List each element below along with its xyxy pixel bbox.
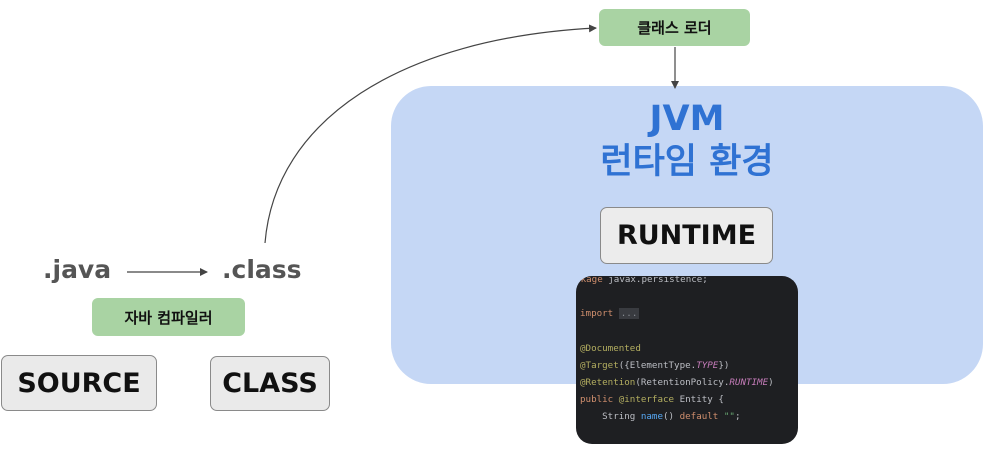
code-line-package: package javax.persistence; (576, 276, 708, 285)
jvm-title-line1: JVM (649, 99, 725, 139)
folded-import-icon: ... (618, 308, 640, 319)
jvm-title: JVM 런타임 환경 (391, 98, 983, 184)
code-snippet: package javax.persistence; import ... @D… (576, 276, 798, 444)
code-line-import: import ... (580, 308, 640, 319)
code-line-target: @Target({ElementType.TYPE}) (580, 360, 730, 371)
code-line-method: String name() default ""; (580, 411, 741, 422)
class-loader-label: 클래스 로더 (599, 9, 750, 46)
java-extension-label: .java (43, 255, 112, 284)
class-stage-box: CLASS (210, 356, 330, 411)
runtime-stage-box: RUNTIME (600, 207, 773, 264)
code-line-interface: public @interface Entity { (580, 394, 724, 405)
code-line-retention: @Retention(RetentionPolicy.RUNTIME) (580, 377, 774, 388)
source-stage-box: SOURCE (1, 355, 157, 411)
class-to-loader-arrow (264, 24, 597, 244)
java-compiler-label: 자바 컴파일러 (92, 298, 245, 336)
code-line-documented: @Documented (580, 343, 641, 354)
class-extension-label: .class (222, 255, 302, 284)
jvm-title-line2: 런타임 환경 (600, 142, 774, 182)
